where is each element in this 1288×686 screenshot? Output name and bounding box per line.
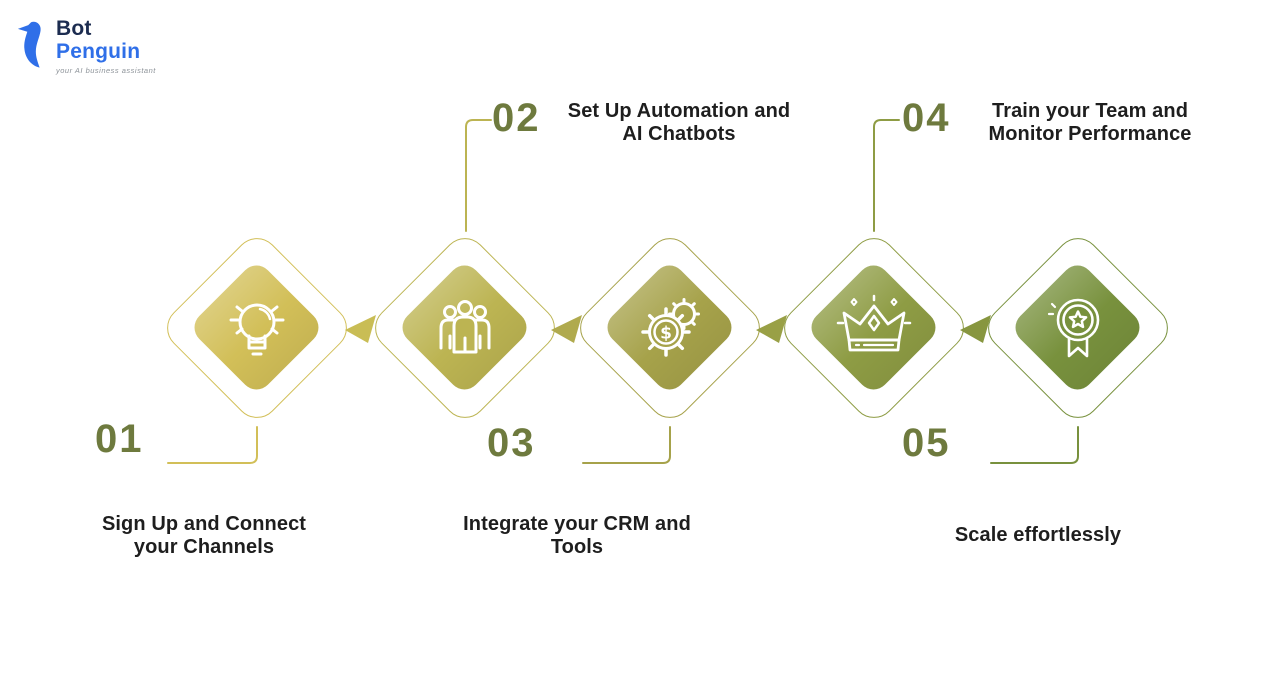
step-1-label: Sign Up and Connect your Channels <box>101 513 307 558</box>
gear-dollar-icon: $ <box>641 298 700 357</box>
step-4-label: Train your Team and Monitor Performance <box>988 100 1192 145</box>
step-number-04: 04 <box>902 96 951 140</box>
connector-step-3 <box>582 426 671 464</box>
step-number-05: 05 <box>902 421 951 465</box>
connector-step-2 <box>465 119 492 232</box>
step-number-02: 02 <box>492 96 541 140</box>
brand-name-bot: Bot <box>56 17 92 40</box>
arrow-left-icon-4 <box>960 315 991 343</box>
connector-step-4 <box>873 119 900 232</box>
team-icon <box>439 300 491 354</box>
step-number-01: 01 <box>95 417 144 461</box>
step-2-label: Set Up Automation and AI Chatbots <box>567 100 791 145</box>
award-ribbon-icon <box>1047 298 1100 358</box>
crown-icon <box>836 294 912 352</box>
connector-step-1 <box>167 426 258 464</box>
connector-step-5 <box>990 426 1079 464</box>
arrow-left-icon-1 <box>345 315 376 343</box>
step-3-label: Integrate your CRM and Tools <box>463 513 691 558</box>
arrow-left-icon-3 <box>756 315 787 343</box>
botpenguin-logo: Bot Penguin your AI business assistant <box>16 18 156 75</box>
arrow-left-icon-2 <box>551 315 582 343</box>
brand-tagline: your AI business assistant <box>56 66 156 75</box>
brand-name-penguin: Penguin <box>56 40 141 63</box>
penguin-icon <box>17 21 41 68</box>
step-number-03: 03 <box>487 421 536 465</box>
lightbulb-icon <box>229 303 285 356</box>
dollar-sign: $ <box>660 324 672 344</box>
step-5-label: Scale effortlessly <box>954 524 1122 546</box>
